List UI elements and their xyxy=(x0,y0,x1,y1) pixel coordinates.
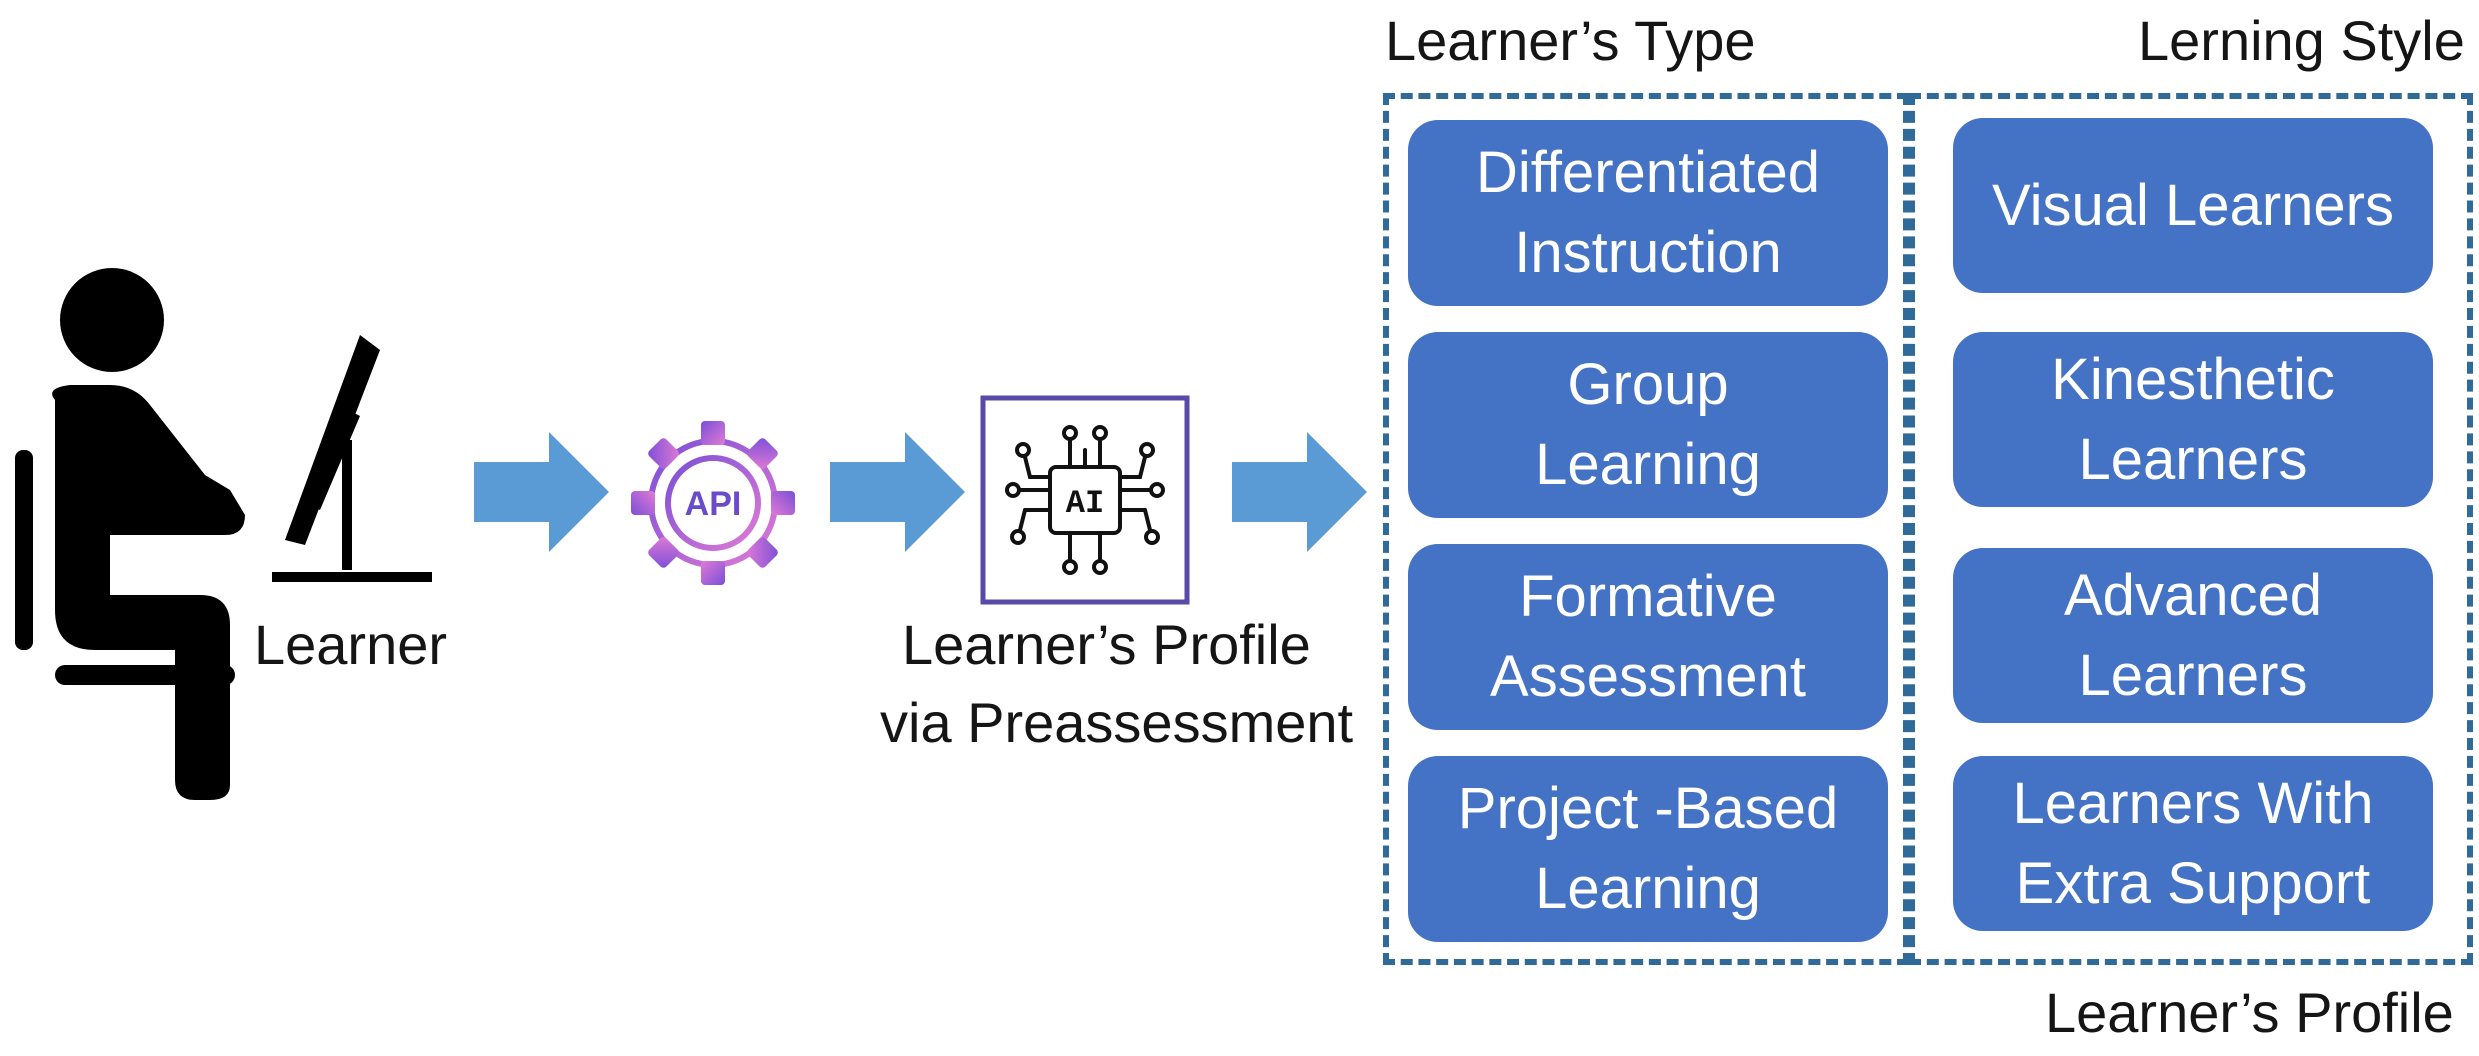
learning-style-title: Lerning Style xyxy=(2138,9,2465,72)
learners-type-title: Learner’s Type xyxy=(1385,9,1756,72)
api-gear-icon: API xyxy=(631,421,795,585)
ai-chip-label: AI xyxy=(1066,485,1104,522)
learners-profile-footer-label: Learner’s Profile xyxy=(2045,981,2454,1044)
learning-style-box-visual-learners: Visual Learners xyxy=(1953,118,2433,293)
ai-profile-caption-line1: Learner’s Profile xyxy=(902,613,1311,676)
flow-arrow-1 xyxy=(474,432,609,552)
learner-label: Learner xyxy=(254,613,448,676)
learner-at-computer-icon xyxy=(15,268,432,800)
flow-arrow-3 xyxy=(1232,432,1367,552)
learners-type-panel xyxy=(1383,93,1909,965)
api-label: API xyxy=(685,485,742,523)
learning-style-panel xyxy=(1909,93,2473,965)
flow-arrow-2 xyxy=(830,432,965,552)
ai-chip-icon: AI xyxy=(980,395,1190,605)
ai-profile-caption-line2: via Preassessment xyxy=(880,691,1354,754)
